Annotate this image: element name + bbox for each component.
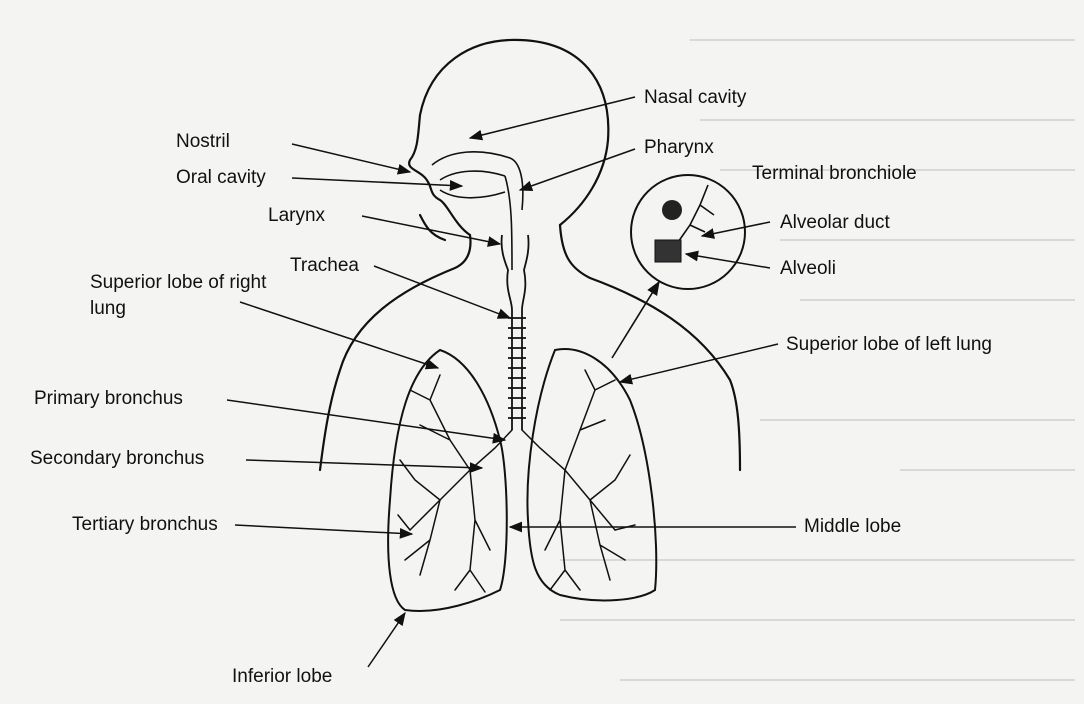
label-larynx: Larynx xyxy=(268,204,325,228)
bronchial-tree xyxy=(398,370,635,592)
background-page-texture xyxy=(560,40,1075,680)
label-superior-lobe-right: Superior lobe of right lung xyxy=(90,270,280,322)
right-lung-outline xyxy=(388,350,507,611)
label-middle-lobe: Middle lobe xyxy=(804,515,901,539)
label-oral-cavity: Oral cavity xyxy=(176,166,266,190)
leader-nostril xyxy=(292,144,410,172)
label-nasal-cavity: Nasal cavity xyxy=(644,86,746,110)
leader-alveolar-duct xyxy=(702,222,770,236)
leader-inferior-lobe xyxy=(368,613,405,667)
leader-secondary-bronchus xyxy=(246,460,482,468)
label-superior-lobe-left: Superior lobe of left lung xyxy=(786,333,992,357)
label-nostril: Nostril xyxy=(176,130,230,154)
leader-pharynx xyxy=(520,149,635,190)
left-lung-outline xyxy=(527,349,656,600)
leader-tertiary-bronchus xyxy=(235,525,412,534)
label-alveolar-duct: Alveolar duct xyxy=(780,211,890,235)
label-alveoli: Alveoli xyxy=(780,257,836,281)
label-primary-bronchus: Primary bronchus xyxy=(34,387,183,411)
leader-primary-bronchus xyxy=(227,400,505,440)
trachea-shape xyxy=(502,235,529,430)
leader-nasal-cavity xyxy=(470,97,635,138)
leader-superior-lobe-left xyxy=(620,344,778,382)
leader-oral-cavity xyxy=(292,178,462,186)
label-pharynx: Pharynx xyxy=(644,136,714,160)
label-tertiary-bronchus: Tertiary bronchus xyxy=(72,513,218,537)
alveoli-inset xyxy=(612,175,745,358)
leader-larynx xyxy=(362,216,500,244)
leader-alveoli xyxy=(686,254,770,268)
label-terminal-bronchiole: Terminal bronchiole xyxy=(752,162,917,186)
label-secondary-bronchus: Secondary bronchus xyxy=(30,447,204,471)
airway-cavity-lines xyxy=(432,152,523,270)
label-inferior-lobe: Inferior lobe xyxy=(232,665,332,689)
label-trachea: Trachea xyxy=(290,254,359,278)
